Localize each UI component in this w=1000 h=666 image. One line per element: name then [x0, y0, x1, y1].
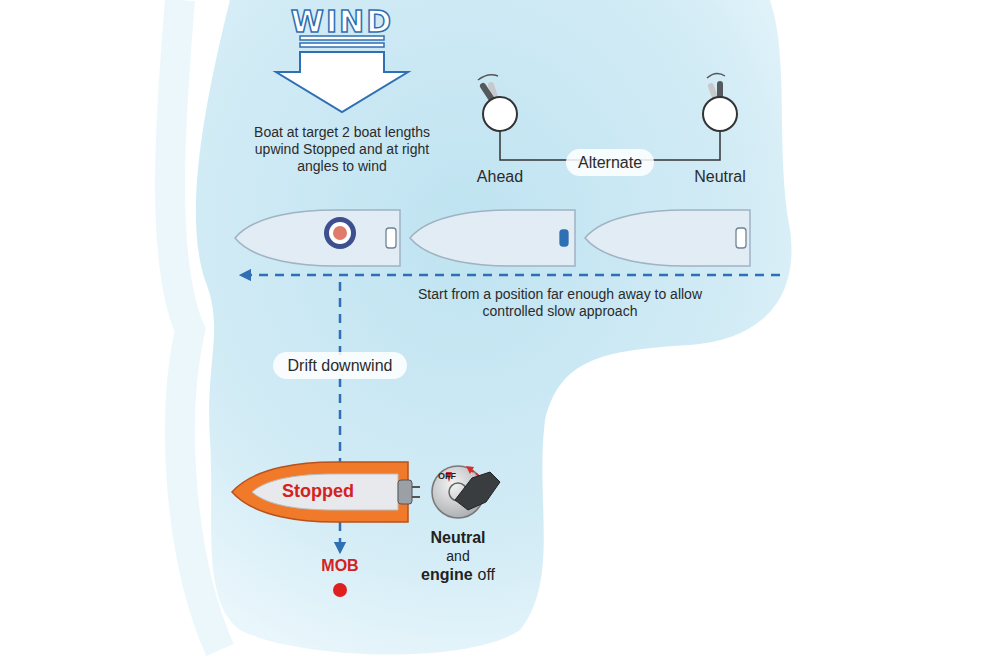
target-note: Boat at target 2 boat lengths upwind Sto… [242, 124, 442, 174]
mob-label: MOB [310, 556, 370, 575]
approach-boats [235, 210, 750, 266]
neutral-label: Neutral [413, 528, 503, 547]
off-marking: OFF [432, 471, 462, 482]
engine-off-row: engine off [421, 566, 495, 584]
ahead-label: Ahead [460, 167, 540, 186]
start-note: Start from a position far enough away to… [395, 286, 725, 320]
throttle-ahead [478, 75, 517, 131]
throttle-neutral [703, 73, 737, 131]
drift-label: Drift downwind [273, 352, 407, 379]
alternate-label: Alternate [566, 149, 654, 176]
mob-marker [333, 583, 347, 597]
wind-label: WIND [272, 4, 412, 40]
stopped-label: Stopped [273, 481, 363, 503]
ignition-key [432, 466, 500, 518]
engine-label: engine [421, 566, 473, 584]
neutral-label: Neutral [675, 167, 765, 186]
outboard-icons [386, 228, 746, 248]
water-area [196, 0, 792, 654]
off-label: off [478, 566, 496, 584]
and-label: and [428, 548, 488, 565]
approach-line [245, 274, 780, 277]
rib-boat [232, 462, 420, 522]
target-mark [324, 217, 356, 249]
wind-arrow [276, 36, 408, 112]
